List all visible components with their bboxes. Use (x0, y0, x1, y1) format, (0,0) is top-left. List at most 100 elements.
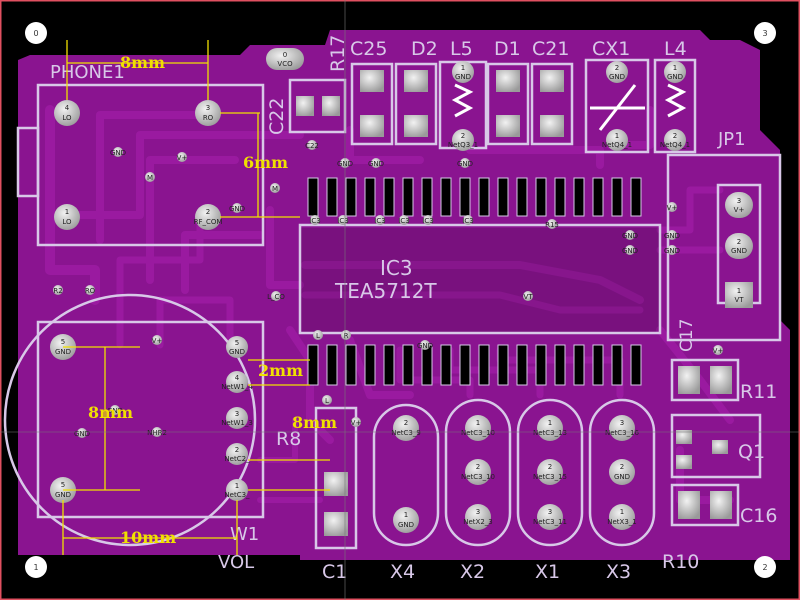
svg-text:1: 1 (65, 208, 69, 216)
ic3-pins-top (307, 177, 642, 217)
via-ic3-4: IC3 (398, 215, 410, 225)
svg-text:1: 1 (737, 287, 741, 295)
via-l-2: L (322, 395, 332, 405)
svg-text:L: L (316, 332, 320, 340)
via-vplus-2: V+ (667, 202, 677, 212)
via-gnd-8: GND (664, 230, 680, 240)
crystals: X4 X2 X1 X3 (372, 398, 656, 583)
svg-text:3: 3 (737, 197, 741, 205)
svg-text:0: 0 (283, 51, 287, 59)
via-gnd-9: GND (664, 245, 680, 255)
via-gnd-2: GND (229, 203, 245, 213)
r8-designator: R8 (276, 428, 301, 450)
c16-designator: C16 (740, 505, 777, 527)
svg-text:3: 3 (235, 410, 239, 418)
svg-text:1: 1 (476, 419, 480, 427)
r10-designator: R10 (662, 551, 699, 573)
pad-jp1-1: 1VT (725, 282, 753, 308)
svg-text:4: 4 (65, 104, 70, 112)
phone1-jack: PHONE1 (16, 62, 265, 247)
svg-text:2: 2 (673, 132, 677, 140)
via-l: L (313, 330, 323, 340)
svg-text:NetC3_13: NetC3_13 (533, 429, 567, 437)
svg-text:GND: GND (55, 348, 71, 356)
via-m-2: M (270, 183, 280, 193)
pad-phone-lo-bot: 1LO (54, 204, 80, 230)
svg-text:2: 2 (235, 446, 239, 454)
via-gnd-5: GND (457, 158, 473, 168)
svg-text:2: 2 (461, 132, 465, 140)
svg-text:GND: GND (614, 473, 630, 481)
svg-text:5: 5 (61, 481, 65, 489)
svg-text:1: 1 (461, 64, 465, 72)
svg-text:GND: GND (417, 342, 433, 350)
corner-tl: 0 (33, 29, 38, 38)
cx1-designator: CX1 (592, 38, 630, 60)
via-vplus-4: V+ (351, 417, 361, 427)
svg-text:GND: GND (398, 521, 414, 529)
via-c22: C22 (305, 140, 319, 150)
c21-designator: C21 (532, 38, 569, 60)
svg-text:RF_COM: RF_COM (194, 218, 223, 226)
corner-tr: 3 (762, 29, 767, 38)
svg-text:L_CO: L_CO (267, 293, 285, 301)
via-vplus-3: V+ (152, 335, 163, 345)
x2-designator: X2 (460, 561, 485, 583)
svg-text:V+: V+ (152, 337, 163, 345)
svg-text:V+: V+ (734, 206, 745, 214)
via-gnd-11: GND (107, 405, 123, 415)
svg-text:M: M (272, 185, 278, 193)
pad-phone-ro: 3RO (195, 100, 221, 126)
svg-text:V+: V+ (713, 347, 724, 355)
svg-text:1: 1 (615, 132, 619, 140)
svg-text:VT: VT (523, 293, 533, 301)
svg-text:GND: GND (731, 247, 747, 255)
svg-text:GND: GND (55, 491, 71, 499)
via-vt: VT (523, 291, 533, 301)
via-ic3-5: IC3 (422, 215, 434, 225)
c25-designator: C25 (350, 38, 387, 60)
svg-text:2: 2 (206, 208, 210, 216)
dim-8mm-top: 8mm (120, 53, 165, 72)
svg-text:NetQ4_1: NetQ4_1 (602, 141, 632, 149)
svg-text:2: 2 (476, 463, 480, 471)
svg-text:IC3: IC3 (398, 217, 409, 225)
dim-8mm-left: 8mm (88, 403, 133, 422)
svg-text:NetW1_4: NetW1_4 (221, 383, 253, 391)
smd-pads-top (296, 70, 564, 137)
c22-designator: C22 (266, 98, 288, 135)
jp1-designator: JP1 (717, 129, 746, 150)
via-gnd-4: GND (368, 158, 384, 168)
svg-text:GND: GND (667, 73, 683, 81)
ic3-part-number: TEA5712T (334, 279, 437, 303)
svg-text:2: 2 (404, 419, 408, 427)
svg-text:2: 2 (737, 238, 741, 246)
svg-text:NetC3_15: NetC3_15 (533, 473, 567, 481)
via-ro: RO (85, 285, 96, 295)
svg-text:R2: R2 (53, 287, 62, 295)
svg-text:3: 3 (620, 419, 624, 427)
svg-text:L: L (325, 397, 329, 405)
top-components: C25 D2 L5 D1 C21 CX1 L4 R17 C22 (266, 35, 697, 154)
x1-designator: X1 (535, 561, 560, 583)
svg-text:R: R (344, 332, 349, 340)
r17-designator: R17 (327, 35, 349, 72)
svg-text:VCO: VCO (277, 60, 293, 68)
corner-markers: 0 3 1 2 (25, 22, 776, 578)
via-ic3-3: IC3 (374, 215, 386, 225)
phone1-designator: PHONE1 (50, 62, 125, 83)
via-ic3-1: IC3 (309, 215, 321, 225)
dimensions: 8mm 6mm 2mm 8mm 8mm 10mm (62, 40, 337, 555)
svg-text:GND: GND (622, 247, 638, 255)
